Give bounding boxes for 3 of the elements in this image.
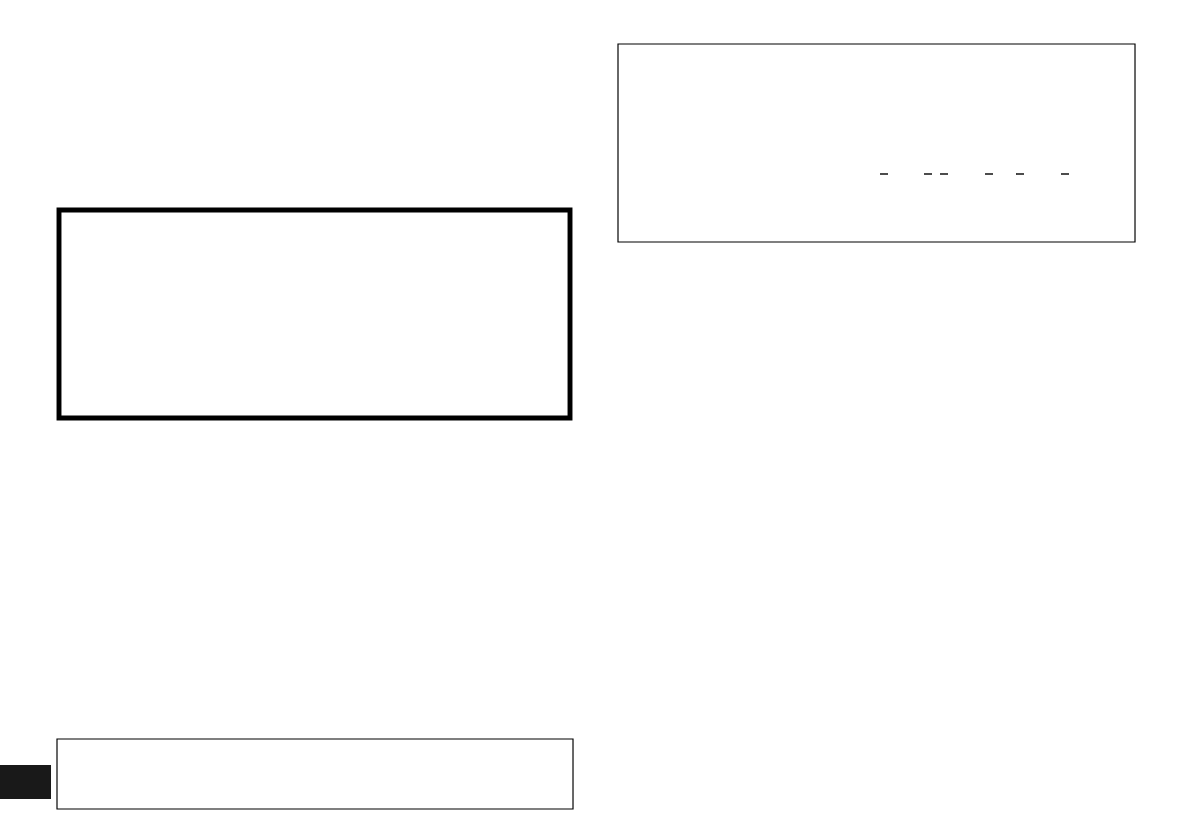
empty-box: [56, 207, 573, 421]
empty-box: [56, 738, 574, 810]
empty-box: [617, 43, 1136, 243]
